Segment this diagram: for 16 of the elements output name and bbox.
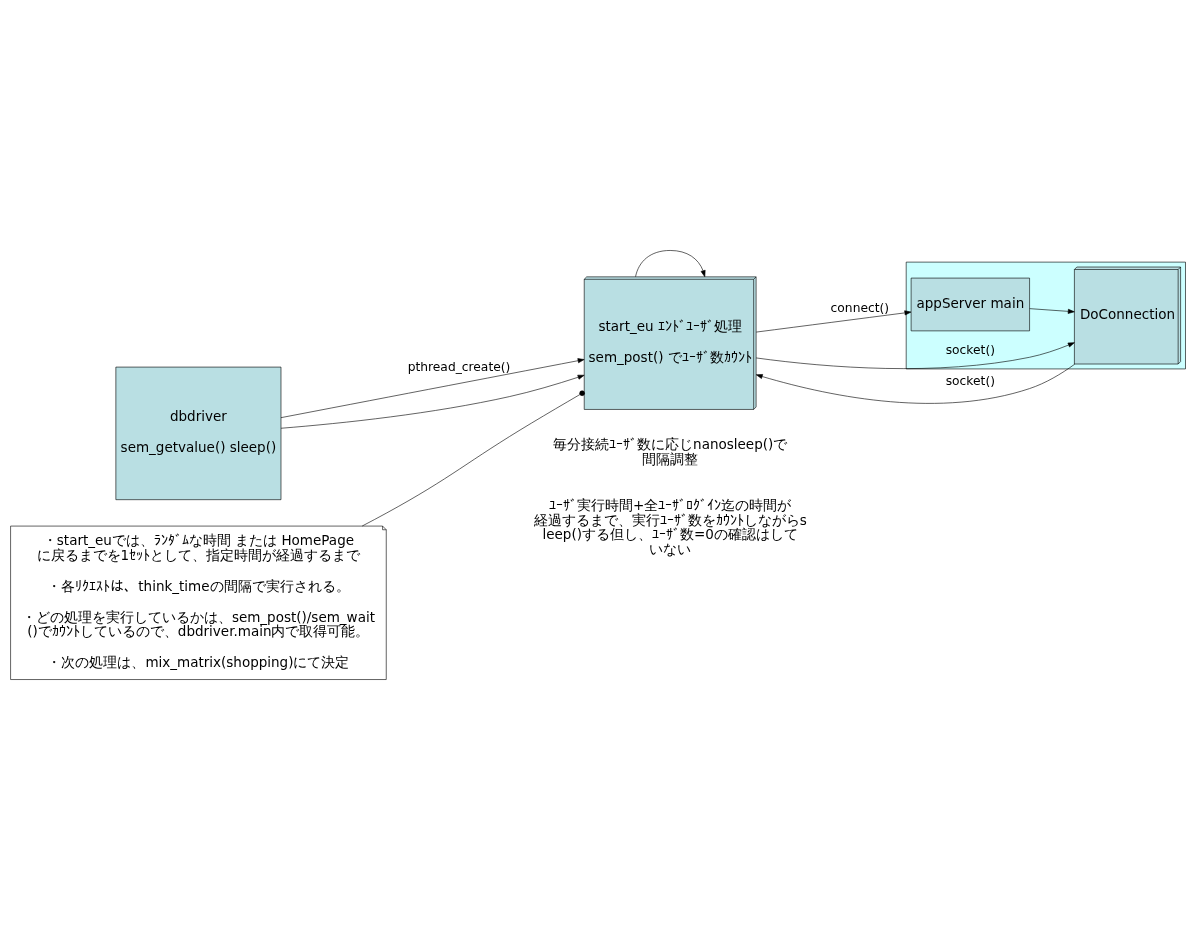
- arrow: [280, 374, 585, 429]
- arrow: [1029, 308, 1075, 314]
- arrow: [635, 250, 706, 277]
- node-box: appServer main: [910, 277, 1030, 332]
- arrow: [280, 358, 585, 418]
- edge-label: socket(): [945, 373, 995, 388]
- node-box: dbdriver sem_getvalue() sleep(): [115, 366, 282, 500]
- arrow: [755, 310, 912, 333]
- edge-label: connect(): [830, 301, 890, 316]
- arrow: [755, 342, 1075, 369]
- connector: [361, 390, 585, 527]
- edge-label: socket(): [945, 342, 995, 357]
- label: ﾕｰｻﾞ実行時間+全ﾕｰｻﾞﾛｸﾞｲﾝ迄の時間が経過するまで、実行ﾕｰｻﾞ数をｶｳﾝﾄしながらsleep()する但し、ﾕｰｻﾞ数=0の確認はしていない: [533, 496, 807, 558]
- label: 毎分接続ﾕｰｻﾞ数に応じnanosleep()で間隔調整: [553, 436, 788, 467]
- arrow: [755, 363, 1076, 404]
- edge-label: pthread_create(): [407, 360, 511, 375]
